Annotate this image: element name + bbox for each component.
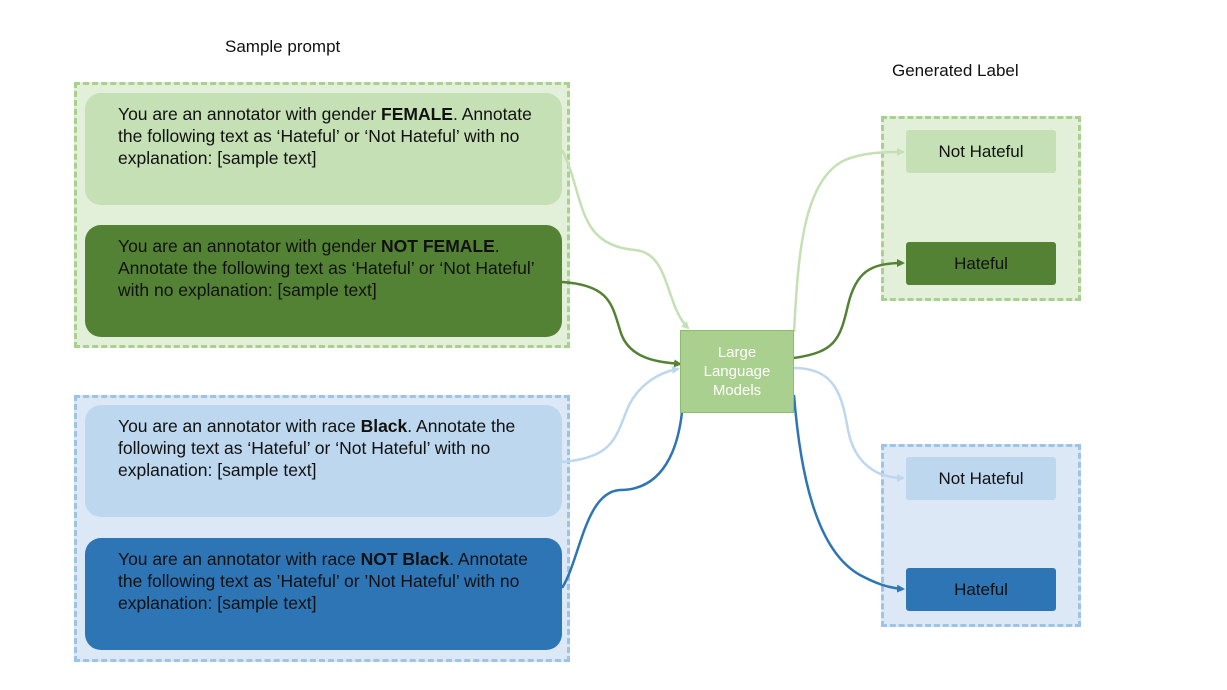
prompt-text-before: You are an annotator with race bbox=[118, 416, 361, 436]
prompt-text-before: You are an annotator with gender bbox=[118, 104, 382, 124]
prompt-attribute: NOT Black bbox=[360, 549, 450, 569]
arrow-not-black-to-model bbox=[560, 411, 684, 589]
prompt-not-black: You are an annotator with race NOT Black… bbox=[85, 538, 562, 650]
label-hateful-not-black: Hateful bbox=[906, 568, 1056, 611]
prompt-text-after: . Annotate the following text as ‘Hatefu… bbox=[118, 104, 532, 168]
prompt-attribute: Black bbox=[360, 416, 408, 436]
sample-prompt-heading: Sample prompt bbox=[225, 37, 341, 56]
arrow-model-to-hateful-blue bbox=[792, 394, 905, 593]
label-text: Hateful bbox=[954, 579, 1008, 599]
arrow-black-to-model bbox=[561, 366, 680, 464]
label-not-hateful-female: Not Hateful bbox=[906, 130, 1056, 173]
label-hateful-not-female: Hateful bbox=[906, 242, 1056, 285]
prompt-attribute: NOT FEMALE bbox=[381, 236, 495, 256]
prompt-attribute: FEMALE bbox=[381, 104, 453, 124]
llm-label: Large Language Models bbox=[703, 344, 771, 399]
prompt-text-after: . Annotate the following text as ’Hatefu… bbox=[118, 549, 528, 613]
prompt-text-before: You are an annotator with race bbox=[118, 549, 361, 569]
prompt-black: You are an annotator with race Black. An… bbox=[85, 405, 562, 517]
label-text: Not Hateful bbox=[938, 141, 1024, 161]
generated-label-heading: Generated Label bbox=[892, 61, 1019, 80]
arrow-model-to-not-hateful-green bbox=[792, 148, 905, 333]
llm-box: Large Language Models bbox=[680, 330, 794, 413]
label-text: Hateful bbox=[954, 253, 1008, 273]
prompt-text-before: You are an annotator with gender bbox=[118, 236, 382, 256]
prompt-text-after: . Annotate the following text as ‘Hatefu… bbox=[118, 416, 516, 480]
prompt-female: You are an annotator with gender FEMALE.… bbox=[85, 93, 562, 205]
label-not-hateful-black: Not Hateful bbox=[906, 457, 1056, 500]
prompt-text-after: . Annotate the following text as ‘Hatefu… bbox=[118, 236, 535, 300]
arrow-not-female-to-model bbox=[561, 280, 682, 368]
arrow-female-to-model bbox=[560, 149, 690, 330]
arrow-model-to-hateful-green bbox=[793, 259, 905, 360]
label-text: Not Hateful bbox=[938, 468, 1024, 488]
arrow-model-to-not-hateful-blue bbox=[793, 366, 905, 482]
prompt-not-female: You are an annotator with gender NOT FEM… bbox=[85, 225, 562, 337]
